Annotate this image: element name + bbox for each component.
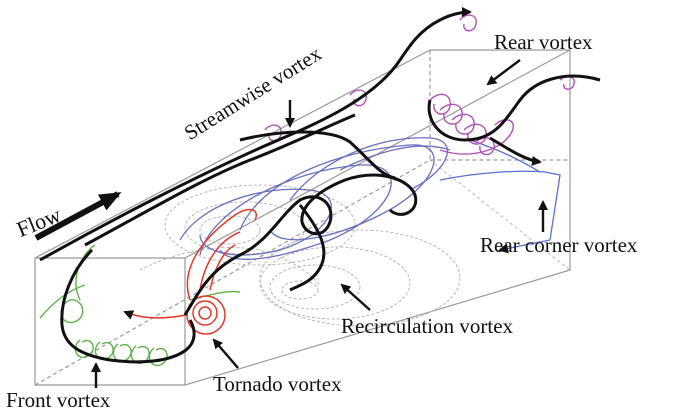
rear-corner-vortex-label: Rear corner vortex (480, 233, 638, 257)
front-vortex-label: Front vortex (6, 388, 111, 412)
contour-lines (139, 184, 461, 327)
rear-pointer-arrow (486, 59, 521, 86)
recirculation-pointer-arrow (340, 283, 371, 311)
front-vortex-lines (39, 244, 241, 367)
tornado-pointer-arrow (212, 338, 239, 369)
recirculation-vortex-label: Recirculation vortex (341, 314, 514, 338)
tornado-vortex-label: Tornado vortex (213, 372, 342, 396)
main-streamlines (39, 7, 601, 364)
rear-vortex-label: Rear vortex (494, 30, 593, 54)
annotation-arrows (34, 59, 548, 388)
recirculation-vortex-lines (179, 137, 451, 260)
tornado-vortex-lines (123, 208, 257, 335)
flow-direction-arrow (34, 191, 122, 241)
rear-corner-vortex-lines (439, 139, 561, 254)
